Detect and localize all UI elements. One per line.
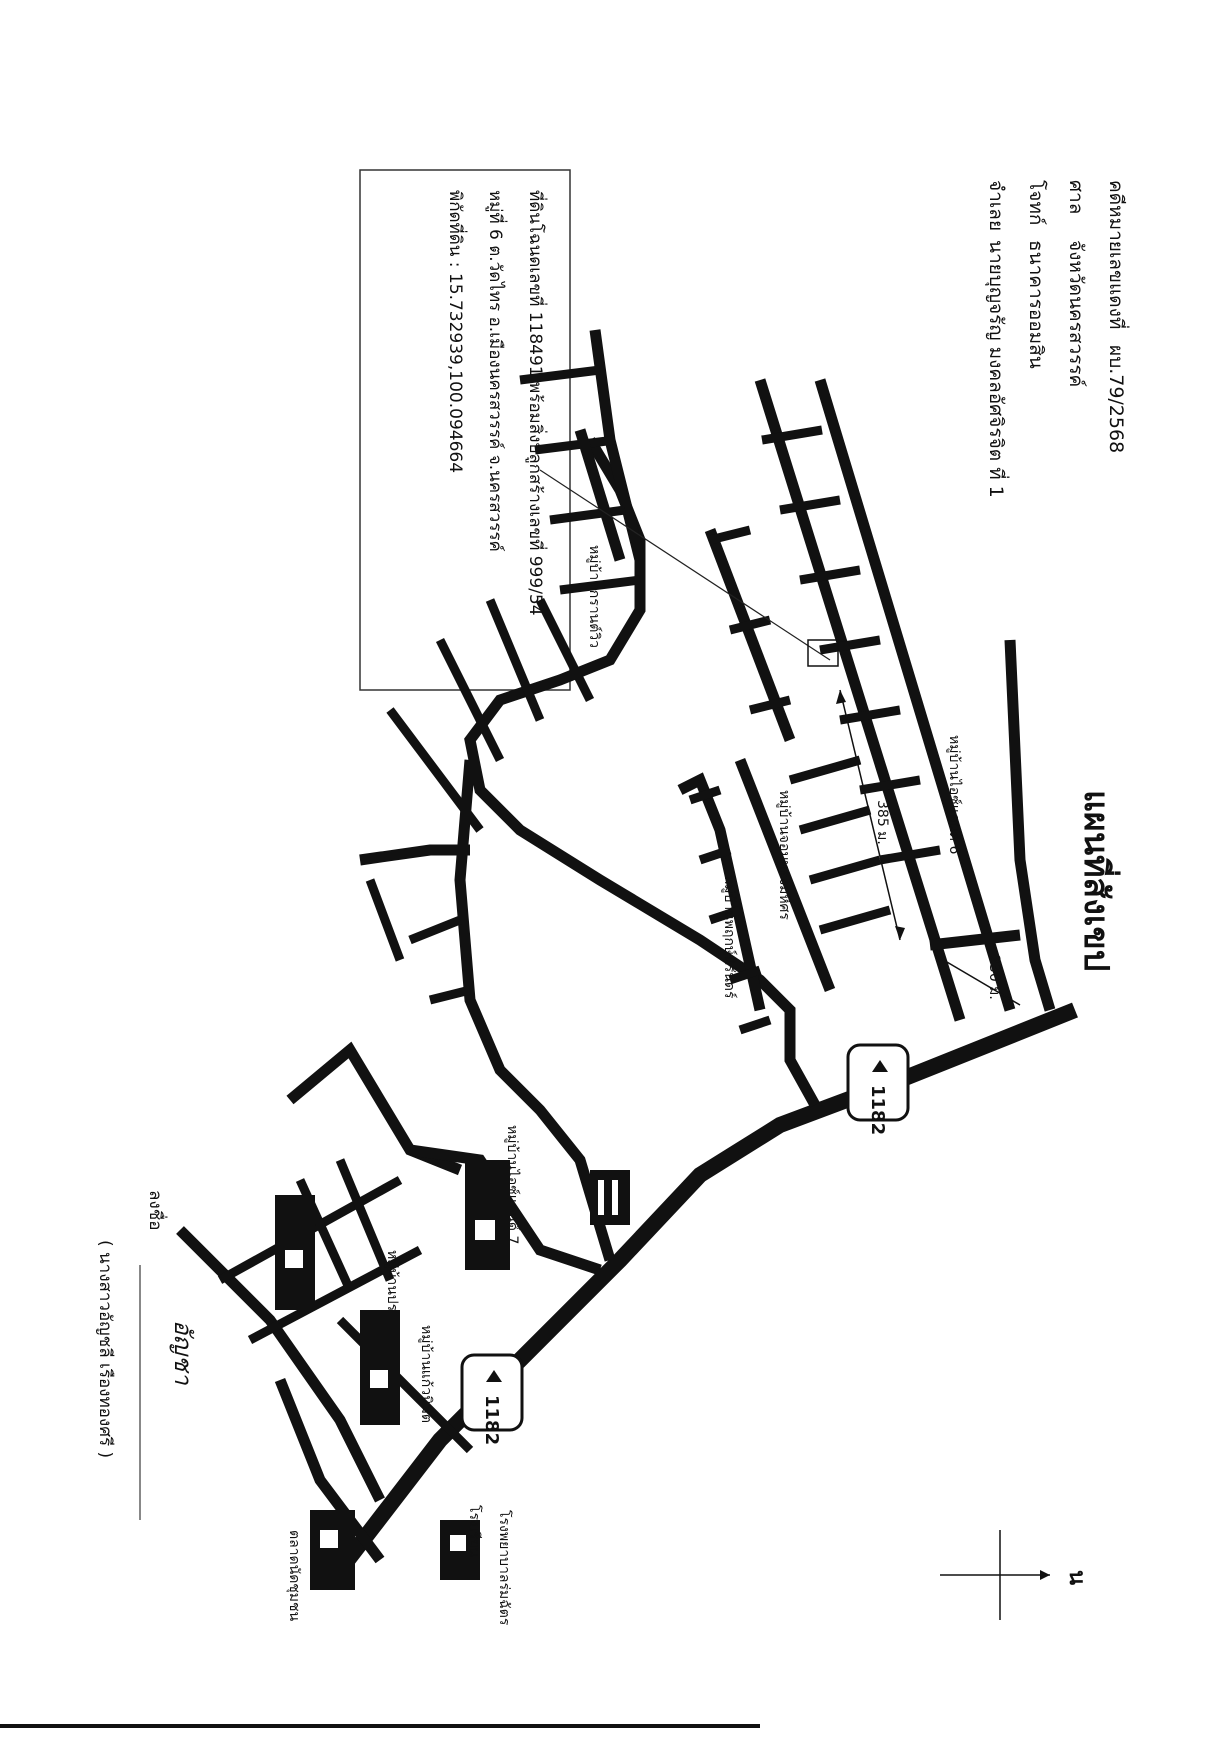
case-number-label: คดีหมายเลขแดงที่ <box>1105 180 1130 329</box>
signature-block: ลงชื่อ อัญชา ( นางสาวอัญชลี เรืองทองศรี … <box>95 1190 197 1520</box>
building-icon <box>275 1195 315 1310</box>
cross-streets-right <box>761 425 941 865</box>
plaintiff-label: โจทก์ <box>1025 180 1048 225</box>
info-line-1: ที่ดินโฉนดเลขที่ 118491 พร้อมสิ่งปลูกสร้… <box>525 190 548 616</box>
distance-230-label: 230 ม. <box>986 955 1002 1000</box>
scan-edge-line <box>0 1724 760 1728</box>
info-line-2: หมู่ที่ 6 ต.วัดไทร อ.เมืองนครสวรรค์ จ.นค… <box>485 190 508 552</box>
village6-main-road <box>754 378 966 1022</box>
loop-road <box>454 437 820 1262</box>
map-title: แผนที่สังเขป <box>1076 790 1121 971</box>
road-shield-icon: 1182 <box>846 1043 910 1135</box>
village6-link-road <box>929 929 1021 951</box>
defendant-label: จำเลย <box>985 180 1007 231</box>
route-line <box>539 469 831 661</box>
info-box <box>359 169 571 691</box>
market-label: ตลาดนัดชุมชน <box>286 1530 302 1622</box>
village-kaew-label: หมู่บ้านแก้วนิมิต <box>418 1325 434 1423</box>
distance-arrow-230 <box>934 954 1021 1006</box>
building-icon <box>590 1170 630 1225</box>
case-number: ผบ.79/2568 <box>1105 345 1127 453</box>
highway-1182 <box>333 1002 1078 1575</box>
signatory-name: ( นางสาวอัญชลี เรืองทองศรี ) <box>95 1240 115 1458</box>
defendant-name: นายบุญจรัญ มงคลอัศจิรจิต ที่ 1 <box>984 240 1010 498</box>
court-label: ศาล <box>1065 180 1087 214</box>
village-thanasub-label: หมู่บ้านกรานต์วิว <box>586 545 603 648</box>
hospital-label: โรงพยาบาลร่มฉัตร <box>496 1510 513 1626</box>
road-shield-icon: 1182 <box>460 1353 524 1445</box>
north-arrow-icon: น <box>940 1530 1089 1620</box>
village-6-label: หมู่บ้านไอซ์แลนด์ 6 <box>946 735 963 854</box>
left-loop-streets <box>677 772 772 1035</box>
middle-block-road-b <box>734 757 836 993</box>
building-icon <box>440 1520 480 1580</box>
road-shield-number-1: 1182 <box>867 1085 888 1135</box>
lower-left-streets <box>176 844 602 1564</box>
sign-label: ลงชื่อ <box>145 1190 168 1230</box>
property-marker <box>807 639 839 667</box>
court-name: จังหวัดนครสวรรค์ <box>1065 240 1087 387</box>
middle-block-streets <box>708 525 892 935</box>
village6-second-road <box>814 378 1016 1012</box>
north-label: น <box>1064 1570 1089 1585</box>
village-chalernchai-label: หมู่บ้านจอมทองมหิศร <box>776 790 792 920</box>
distance-385-label: 385 ม. <box>874 800 890 845</box>
signature-text: อัญชา <box>169 1320 197 1386</box>
case-header: คดีหมายเลขแดงที่ ผบ.79/2568 ศาล จังหวัดน… <box>984 180 1130 498</box>
school-label: โรงเรียน <box>466 1505 483 1557</box>
building-icon <box>465 1160 510 1270</box>
info-line-3: พิกัดที่ดิน : 15.732939,100.094664 <box>445 190 468 473</box>
distance-arrow-385 <box>839 689 901 941</box>
village6-north-road <box>1004 639 1056 1012</box>
plaintiff-name: ธนาคารออมสิน <box>1025 240 1047 369</box>
road-shield-number-2: 1182 <box>481 1395 502 1445</box>
building-icon <box>360 1310 400 1425</box>
upper-left-streets <box>386 329 646 833</box>
building-icon <box>310 1510 355 1590</box>
village-pintel-label: หมู่บ้านพฤกษ์นิรันดร์ <box>721 875 738 999</box>
